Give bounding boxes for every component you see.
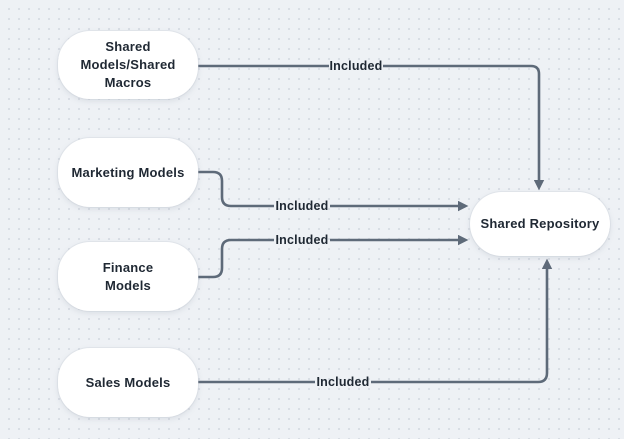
node-sales-models[interactable]: Sales Models [58,348,198,417]
edge-sales-models-to-shared-repository [198,267,547,384]
edge-label-included-4: Included [316,375,370,389]
node-label: Marketing Models [71,164,185,180]
node-marketing-models[interactable]: Marketing Models [58,138,198,207]
edge-label-included-1: Included [329,59,383,73]
edge-shared-models-to-shared-repository [198,64,539,182]
node-label: Sales Models [85,374,171,390]
edge-label-included-2: Included [275,199,329,213]
edge-finance-models-to-shared-repository [198,240,460,279]
node-shared-repository[interactable]: Shared Repository [470,192,610,256]
node-shared-models-shared-macros[interactable]: Shared Models/Shared Macros [58,31,198,99]
edge-marketing-models-to-shared-repository [198,170,460,206]
node-label: Finance Models [102,259,154,293]
node-label: Shared Repository [480,216,600,231]
edge-label-included-3: Included [275,233,329,247]
node-finance-models[interactable]: Finance Models [58,242,198,311]
node-label: Shared Models/Shared Macros [80,39,176,90]
